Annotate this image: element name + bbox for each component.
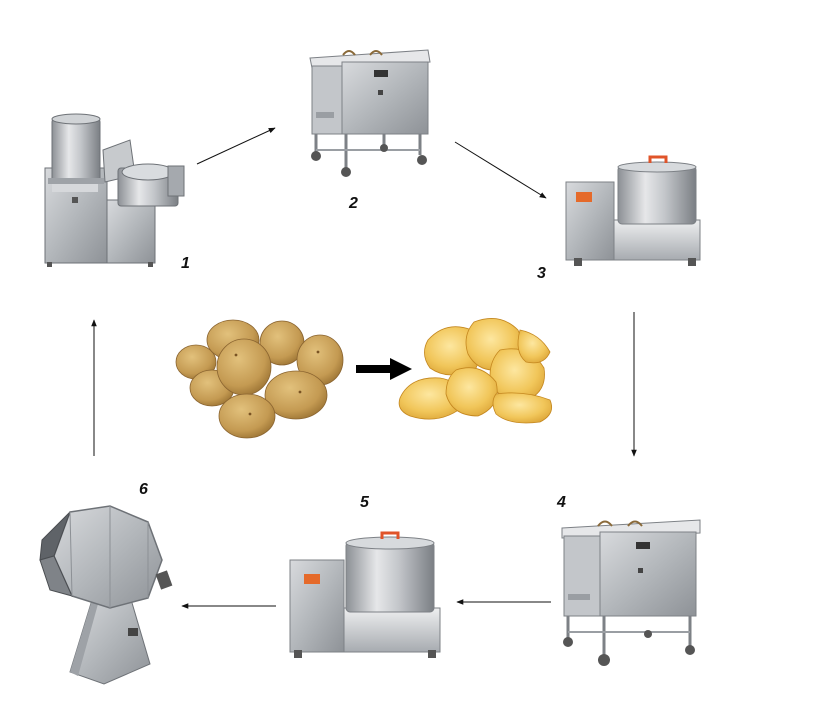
- step-number-2: 2: [349, 195, 358, 212]
- step-number-6: 6: [139, 481, 148, 498]
- blanching-tank-icon: [309, 49, 431, 177]
- step-number-4: 4: [557, 494, 566, 511]
- fryer-tank-icon: [561, 519, 701, 666]
- octagonal-seasoning-machine-icon: [39, 505, 173, 685]
- dewatering-machine-icon: [565, 155, 701, 266]
- thick-right-arrow-icon: [356, 358, 412, 380]
- peeler-cutter-machine-icon: [44, 113, 185, 267]
- potato-chips-icon: [398, 318, 553, 424]
- deoiling-machine-icon: [289, 531, 441, 658]
- potatoes-icon: [175, 319, 344, 439]
- flow-arrow-2-to-3: [454, 141, 547, 199]
- flow-arrow-1-to-2: [196, 127, 276, 165]
- step-number-1: 1: [181, 255, 190, 272]
- step-number-3: 3: [537, 265, 546, 282]
- step-number-5: 5: [360, 494, 369, 511]
